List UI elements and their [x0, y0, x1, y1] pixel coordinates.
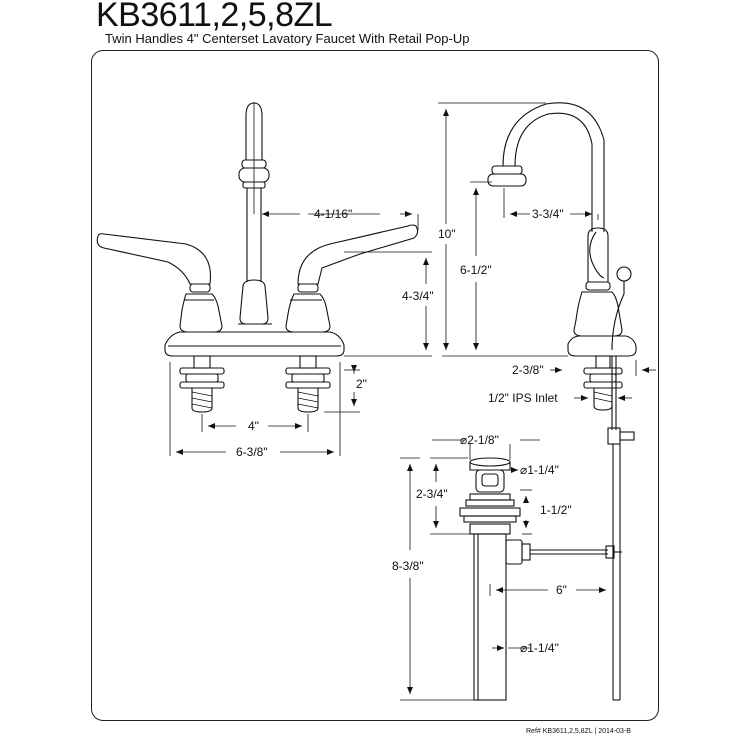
dim-front-height: 4-3/4": [402, 289, 434, 303]
drawing-frame: [91, 50, 659, 721]
dim-flange-diameter: ⌀2-1/8": [460, 433, 499, 447]
dim-rod-offset: 6": [556, 583, 567, 597]
dim-shank-length: 2": [356, 377, 367, 391]
side-view-faucet: [487, 102, 637, 701]
dim-spout-reach-side: 3-3/4": [532, 207, 564, 221]
dim-inlet: 1/2" IPS Inlet: [488, 391, 558, 405]
dim-stopper-diameter: ⌀1-1/4": [520, 463, 559, 477]
pop-up-drain: [459, 457, 622, 701]
dim-tailpiece-diameter: ⌀1-1/4": [520, 641, 559, 655]
dim-spout-reach-front: 4-1/16": [314, 207, 352, 221]
dim-base-depth: 2-3/8": [512, 363, 544, 377]
reference-number: Ref# KB3611,2,5,8ZL | 2014-03-B: [526, 728, 631, 735]
product-subtitle: Twin Handles 4" Centerset Lavatory Fauce…: [105, 31, 470, 46]
dim-drain-total: 8-3/8": [392, 559, 424, 573]
dim-base-width: 6-3/8": [236, 445, 268, 459]
model-number: KB3611,2,5,8ZL: [96, 0, 333, 34]
dim-drain-mid: 1-1/2": [540, 503, 572, 517]
dim-overall-height: 10": [438, 227, 456, 241]
dim-drain-top-height: 2-3/4": [416, 487, 448, 501]
dim-center-spacing: 4": [248, 419, 259, 433]
dim-spout-height: 6-1/2": [460, 263, 492, 277]
front-view-faucet: [96, 102, 419, 413]
